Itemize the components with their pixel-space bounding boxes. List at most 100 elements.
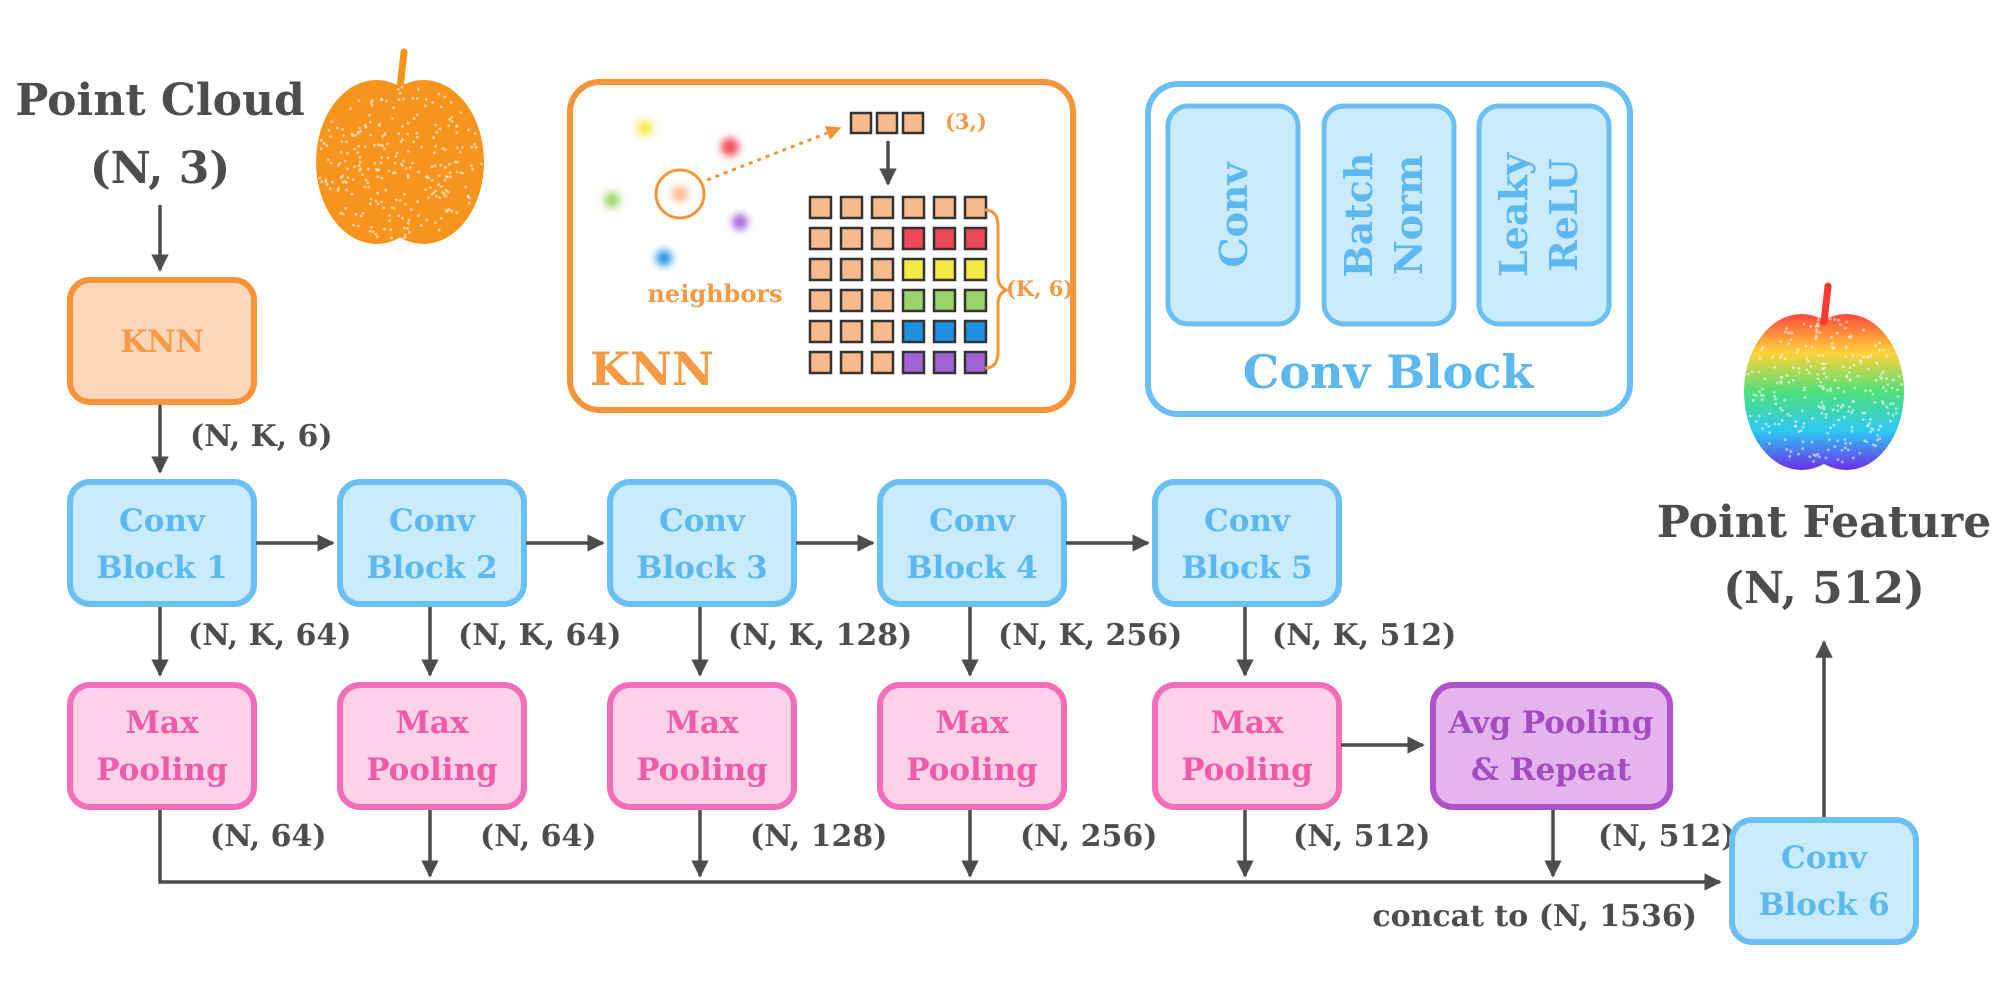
apple-point	[1767, 425, 1770, 428]
apple-point	[391, 117, 395, 120]
apple-point	[1882, 386, 1885, 390]
apple-point	[1846, 448, 1850, 452]
apple-point	[396, 88, 400, 91]
apple-point	[459, 150, 462, 154]
grid-cell	[932, 319, 957, 344]
apple-point	[411, 96, 415, 100]
apple-point	[470, 164, 473, 168]
neighbors-label: neighbors	[647, 279, 782, 308]
grid-cell	[808, 257, 833, 282]
apple-point	[1869, 354, 1873, 357]
apple-point	[381, 134, 384, 138]
conv-block-1	[67, 479, 257, 607]
conv-block-4-out-shape: (N, K, 256)	[998, 618, 1182, 653]
apple-point	[433, 151, 436, 155]
apple-point	[1840, 460, 1844, 464]
grid-cell	[932, 195, 957, 220]
apple-point	[1826, 431, 1830, 435]
apple-point	[346, 176, 350, 180]
apple-point	[447, 162, 451, 166]
point-feature-apple-icon	[1744, 282, 1904, 470]
max-pooling-4-label-1: Max	[936, 705, 1009, 741]
apple-point	[1786, 412, 1790, 416]
apple-point	[1848, 336, 1852, 339]
apple-point	[449, 101, 453, 104]
apple-point	[406, 173, 410, 177]
max-pooling-2-out-shape: (N, 64)	[480, 819, 597, 854]
conv-block-2-out-shape: (N, K, 64)	[458, 618, 622, 653]
apple-point	[1775, 381, 1779, 385]
apple-point	[459, 111, 463, 114]
apple-point	[1841, 403, 1845, 407]
neighbor-point	[604, 192, 620, 208]
apple-point	[440, 185, 443, 189]
apple-point	[1895, 411, 1898, 415]
apple-point	[1843, 326, 1847, 330]
apple-point	[1785, 374, 1789, 377]
grid-cell	[839, 350, 864, 375]
apple-point	[1830, 341, 1834, 345]
apple-point	[439, 216, 443, 220]
max-pooling-5-out-shape: (N, 512)	[1293, 819, 1430, 854]
apple-point	[326, 158, 330, 162]
apple-point	[369, 101, 373, 104]
apple-point	[1851, 400, 1855, 403]
apple-point	[1866, 355, 1870, 359]
knn-node	[67, 277, 257, 405]
apple-point	[341, 127, 345, 131]
apple-point	[1896, 388, 1899, 392]
apple-point	[444, 188, 448, 192]
apple-point	[1810, 440, 1814, 444]
apple-point	[1871, 428, 1875, 432]
grid-cell	[839, 226, 864, 251]
apple-point	[1891, 402, 1895, 406]
grid-cell	[901, 195, 926, 220]
batch-norm-part-box	[1321, 103, 1457, 327]
apple-point	[1837, 418, 1840, 422]
apple-point	[376, 191, 380, 195]
apple-point	[386, 142, 389, 146]
apple-point	[1821, 362, 1824, 366]
apple-point	[1842, 365, 1845, 369]
apple-point	[376, 168, 379, 172]
apple-point	[1801, 440, 1805, 443]
conv-block-4-label-1: Conv	[929, 503, 1016, 539]
apple-point	[344, 181, 348, 185]
apple-point	[1768, 412, 1771, 415]
apple-point	[435, 131, 439, 134]
apple-point	[346, 151, 349, 155]
apple-point	[1844, 355, 1848, 358]
apple-point	[1787, 331, 1791, 335]
apple-point	[1816, 373, 1820, 376]
apple-point	[368, 120, 372, 124]
apple-point	[437, 92, 441, 96]
apple-point	[1897, 375, 1901, 378]
apple-point	[432, 136, 436, 140]
apple-point	[1877, 428, 1880, 431]
apple-point	[1876, 438, 1879, 442]
apple-point	[409, 166, 412, 169]
apple-point	[1888, 402, 1892, 406]
apple-point	[1750, 370, 1754, 374]
apple-point	[358, 155, 362, 159]
apple-point	[450, 116, 454, 119]
apple-point	[420, 145, 423, 149]
apple-point	[1894, 407, 1898, 411]
apple-point	[371, 230, 375, 234]
apple-point	[325, 144, 329, 148]
apple-point	[447, 208, 451, 212]
apple-point	[1847, 409, 1850, 413]
apple-point	[1821, 404, 1825, 408]
apple-point	[1832, 423, 1836, 427]
apple-point	[404, 202, 407, 206]
apple-point	[1845, 374, 1849, 378]
neighbor-point	[656, 250, 672, 266]
apple-point	[1829, 389, 1833, 393]
apple-point	[1856, 374, 1860, 378]
apple-point	[1787, 381, 1791, 384]
apple-point	[319, 147, 323, 151]
point-cloud-apple-icon	[316, 48, 484, 244]
apple-point	[1839, 323, 1842, 326]
apple-body	[1788, 314, 1904, 470]
apple-stem	[396, 48, 408, 92]
